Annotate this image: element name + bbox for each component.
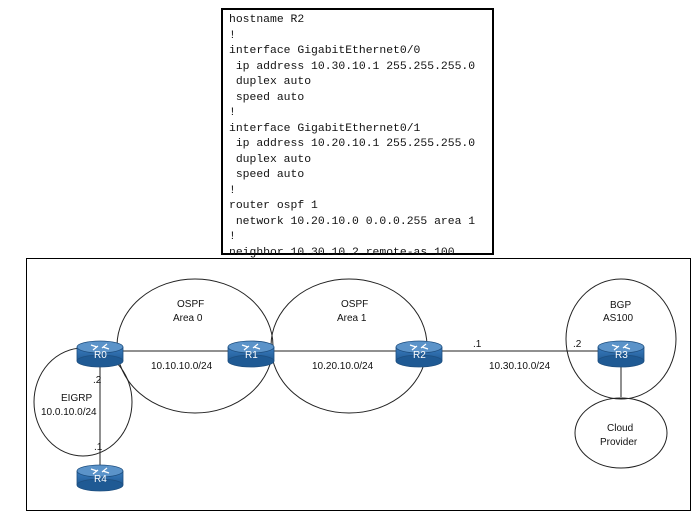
config-line: speed auto <box>229 169 305 181</box>
eigrp-title: EIGRP <box>61 393 92 404</box>
r3-host-label: .2 <box>573 339 582 350</box>
router-r2-label: R2 <box>413 350 426 361</box>
config-line: ip address 10.20.10.1 255.255.255.0 <box>229 138 476 150</box>
ospf-area0-name: Area 0 <box>173 313 203 324</box>
r0-host-label: .2 <box>93 375 102 386</box>
cloud-title: Cloud <box>607 423 633 434</box>
config-line: speed auto <box>229 91 305 104</box>
ospf-area0-subnet: 10.10.10.0/24 <box>151 361 213 372</box>
router-r4-label: R4 <box>94 474 107 485</box>
r2-r3-subnet-label: 10.30.10.0/24 <box>489 361 551 372</box>
router-config-panel: hostname R2 ! interface GigabitEthernet0… <box>221 8 494 290</box>
config-line: interface GigabitEthernet0/0 <box>229 45 421 57</box>
router-r0[interactable]: R0 <box>76 340 124 368</box>
config-line: ip address 10.30.10.1 255.255.255.0 <box>229 60 476 73</box>
config-line: ! <box>229 29 236 42</box>
ospf-area1-subnet: 10.20.10.0/24 <box>312 361 374 372</box>
config-line: interface GigabitEthernet0/1 <box>229 122 421 135</box>
config-line: ! <box>229 107 236 119</box>
router-r0-label: R0 <box>94 350 107 361</box>
cloud-provider-name: Provider <box>600 437 638 448</box>
r2-host-label: .1 <box>473 339 482 350</box>
router-r3-label: R3 <box>615 350 628 361</box>
cloud-provider-boundary <box>574 397 668 469</box>
config-line: duplex auto <box>229 76 312 88</box>
router-r3[interactable]: R3 <box>597 340 645 368</box>
config-line: ! <box>229 184 236 197</box>
router-r2[interactable]: R2 <box>395 340 443 368</box>
bgp-as-boundary <box>565 278 677 400</box>
config-line: neighbor 10.30.10.2 remote-as 100 <box>229 246 455 259</box>
router-r1-label: R1 <box>245 350 258 361</box>
network-topology-diagram: R0 R1 R2 R3 R4 OSPF Area 0 10.10.10.0/24… <box>26 258 691 511</box>
ospf-area0-title: OSPF <box>177 299 204 310</box>
config-line: duplex auto <box>229 153 312 166</box>
config-line: ! <box>229 231 236 243</box>
eigrp-subnet: 10.0.10.0/24 <box>41 407 97 418</box>
config-line: hostname R2 <box>229 14 305 26</box>
router-r1[interactable]: R1 <box>227 340 275 368</box>
router-r4[interactable]: R4 <box>76 464 124 492</box>
bgp-as-number: AS100 <box>603 313 633 324</box>
bgp-title: BGP <box>610 300 631 311</box>
r4-host-label: .1 <box>94 442 103 453</box>
topology-canvas: R0 R1 R2 R3 R4 OSPF Area 0 10.10.10.0/24… <box>33 278 677 492</box>
ospf-area1-name: Area 1 <box>337 313 367 324</box>
ospf-area1-title: OSPF <box>341 299 368 310</box>
config-line: network 10.20.10.0 0.0.0.255 area 1 <box>229 215 476 228</box>
config-line: router ospf 1 <box>229 200 318 212</box>
